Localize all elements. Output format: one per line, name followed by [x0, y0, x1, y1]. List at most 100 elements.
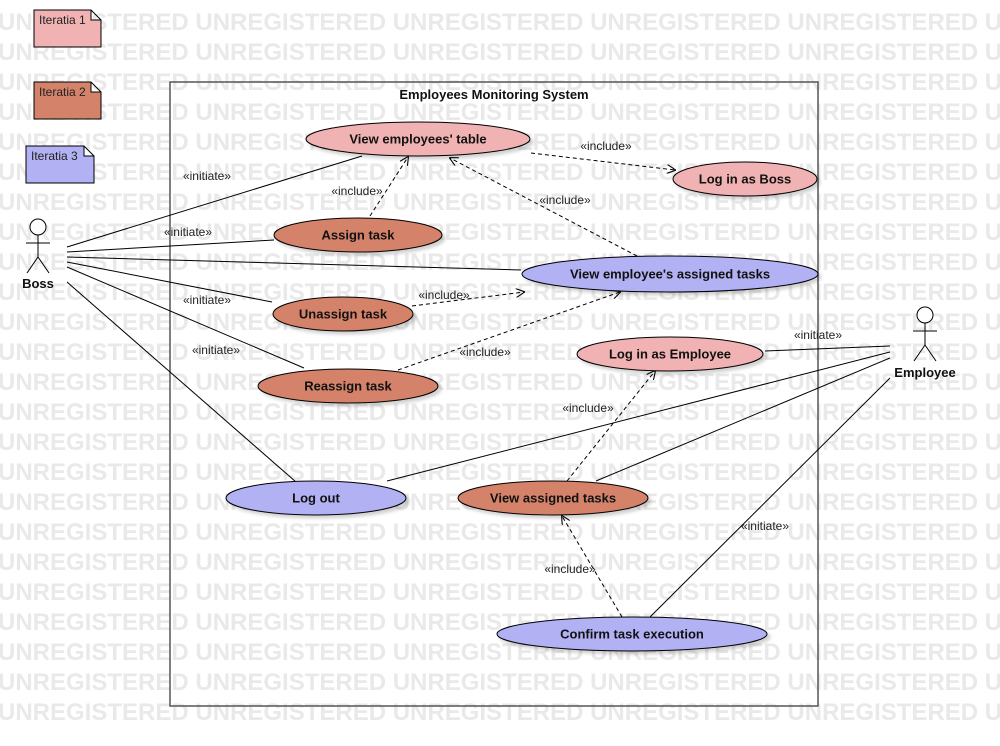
use-case-ellipse[interactable] [496, 616, 768, 652]
legend-note-iteratia-2: Iteratia 2 [33, 81, 102, 120]
association-boss-view_table: «initiate» [66, 155, 363, 248]
initiate-label: «initiate» [192, 343, 240, 357]
association-line [66, 256, 522, 271]
use-case-ellipse[interactable] [225, 480, 407, 516]
association-boss-reassign: «initiate» [66, 266, 305, 369]
watermark-row: UNREGISTERED UNREGISTERED UNREGISTERED U… [0, 459, 1000, 486]
watermark-row: UNREGISTERED UNREGISTERED UNREGISTERED U… [0, 639, 1000, 666]
system-title: Employees Monitoring System [399, 87, 588, 102]
actor-label: Employee [894, 365, 955, 380]
include-relation-view_table-login_boss: «include» [530, 139, 675, 170]
legend-note-iteratia-3: Iteratia 3 [25, 145, 95, 184]
association-line [66, 261, 273, 303]
stick-figure-icon[interactable] [26, 218, 50, 274]
use-case-view-assigned-tasks[interactable]: View assigned tasks [457, 480, 649, 516]
use-case-reassign-task[interactable]: Reassign task [257, 368, 439, 404]
use-case-label: View employees' table [349, 132, 486, 147]
association-boss-logout [66, 281, 297, 483]
use-case-ellipse[interactable] [576, 336, 764, 372]
use-case-ellipse[interactable] [457, 480, 649, 516]
association-line [595, 357, 891, 482]
use-case-assign-task[interactable]: Assign task [273, 217, 443, 253]
include-label: «include» [562, 401, 614, 415]
watermark-row: UNREGISTERED UNREGISTERED UNREGISTERED U… [0, 9, 1000, 36]
actor-label: Boss [22, 276, 54, 291]
initiate-label: «initiate» [794, 328, 842, 342]
use-case-view-employees-table[interactable]: View employees' table [305, 121, 531, 157]
watermark: UNREGISTERED UNREGISTERED UNREGISTERED U… [0, 9, 1000, 726]
include-label: «include» [539, 193, 591, 207]
actor-head [29, 218, 47, 236]
include-arrow [450, 158, 638, 257]
use-case-ellipse[interactable] [273, 217, 443, 253]
include-relation-assign-view_table: «include» [331, 157, 408, 217]
watermark-row: UNREGISTERED UNREGISTERED UNREGISTERED U… [0, 339, 1000, 366]
actor-right-leg [37, 256, 50, 274]
watermark-row: UNREGISTERED UNREGISTERED UNREGISTERED U… [0, 579, 1000, 606]
legend-label-iteratia-2: Iteratia 2 [39, 85, 86, 99]
actor-boss[interactable]: Boss [22, 218, 54, 291]
include-label: «include» [459, 345, 511, 359]
use-case-label: View employee's assigned tasks [570, 267, 770, 282]
watermark-row: UNREGISTERED UNREGISTERED UNREGISTERED U… [0, 99, 1000, 126]
use-case-ellipse[interactable] [272, 296, 414, 332]
legend-note-shape [33, 9, 102, 48]
use-case-ellipse[interactable] [672, 161, 818, 197]
use-case-log-in-as-boss[interactable]: Log in as Boss [672, 161, 818, 197]
association-line [764, 345, 891, 352]
use-case-ellipse[interactable] [257, 368, 439, 404]
watermark-row: UNREGISTERED UNREGISTERED UNREGISTERED U… [0, 219, 1000, 246]
use-case-confirm-task-execution[interactable]: Confirm task execution [496, 616, 768, 652]
include-relation-unassign-view_emp_assigned: «include» [411, 288, 524, 307]
use-case-log-out[interactable]: Log out [225, 480, 407, 516]
include-arrow [411, 292, 524, 307]
use-case-log-in-as-employee[interactable]: Log in as Employee [576, 336, 764, 372]
watermark-row: UNREGISTERED UNREGISTERED UNREGISTERED U… [0, 159, 1000, 186]
watermark-row: UNREGISTERED UNREGISTERED UNREGISTERED U… [0, 399, 1000, 426]
include-arrow [566, 371, 655, 482]
association-employee-logout [386, 351, 891, 482]
use-case-ellipse[interactable] [521, 255, 819, 293]
association-employee-login_emp: «initiate» [764, 328, 891, 352]
iteration-legend: Iteratia 1 Iteratia 2 Iteratia 3 [25, 9, 102, 184]
use-case-unassign-task[interactable]: Unassign task [272, 296, 414, 332]
use-case-label: Unassign task [299, 307, 388, 322]
stick-figure-icon[interactable] [913, 306, 937, 362]
association-boss-assign: «initiate» [66, 225, 275, 253]
association-line [66, 155, 363, 248]
use-case-label: View assigned tasks [490, 491, 616, 506]
use-case-label: Confirm task execution [560, 627, 704, 642]
initiate-label: «initiate» [741, 519, 789, 533]
legend-note-shape [33, 81, 102, 120]
initiate-label: «initiate» [183, 169, 231, 183]
include-arrow [369, 157, 408, 217]
legend-label-iteratia-3: Iteratia 3 [31, 149, 78, 163]
legend-note-iteratia-1: Iteratia 1 [33, 9, 102, 48]
association-line [66, 281, 297, 483]
include-relation-reassign-view_emp_assigned: «include» [397, 292, 620, 371]
actor-employee[interactable]: Employee [894, 306, 956, 380]
watermark-row: UNREGISTERED UNREGISTERED UNREGISTERED U… [0, 189, 1000, 216]
include-relation-view_assigned-login_emp: «include» [562, 371, 655, 482]
include-label: «include» [331, 184, 383, 198]
include-relation-confirm-view_assigned: «include» [544, 516, 623, 618]
legend-label-iteratia-1: Iteratia 1 [39, 13, 86, 27]
include-label: «include» [418, 288, 470, 302]
use-case-label: Reassign task [304, 379, 392, 394]
watermark-row: UNREGISTERED UNREGISTERED UNREGISTERED U… [0, 669, 1000, 696]
watermark-row: UNREGISTERED UNREGISTERED UNREGISTERED U… [0, 429, 1000, 456]
relationships: «initiate» «initiate» «initiate» «initiate»… [66, 139, 891, 618]
use-case-view-employee-s-assigned-tasks[interactable]: View employee's assigned tasks [521, 255, 819, 293]
association-line [66, 266, 305, 369]
association-boss-view_emp_assigned [66, 256, 522, 271]
actor-right-leg [924, 344, 937, 362]
system-boundary: Employees Monitoring System [169, 81, 819, 707]
use-case-ellipse[interactable] [305, 121, 531, 157]
association-line [66, 239, 275, 253]
use-case-label: Log in as Employee [609, 347, 731, 362]
system-boundary-rect [169, 81, 819, 707]
association-line [386, 351, 891, 482]
association-employee-view_assigned [595, 357, 891, 482]
